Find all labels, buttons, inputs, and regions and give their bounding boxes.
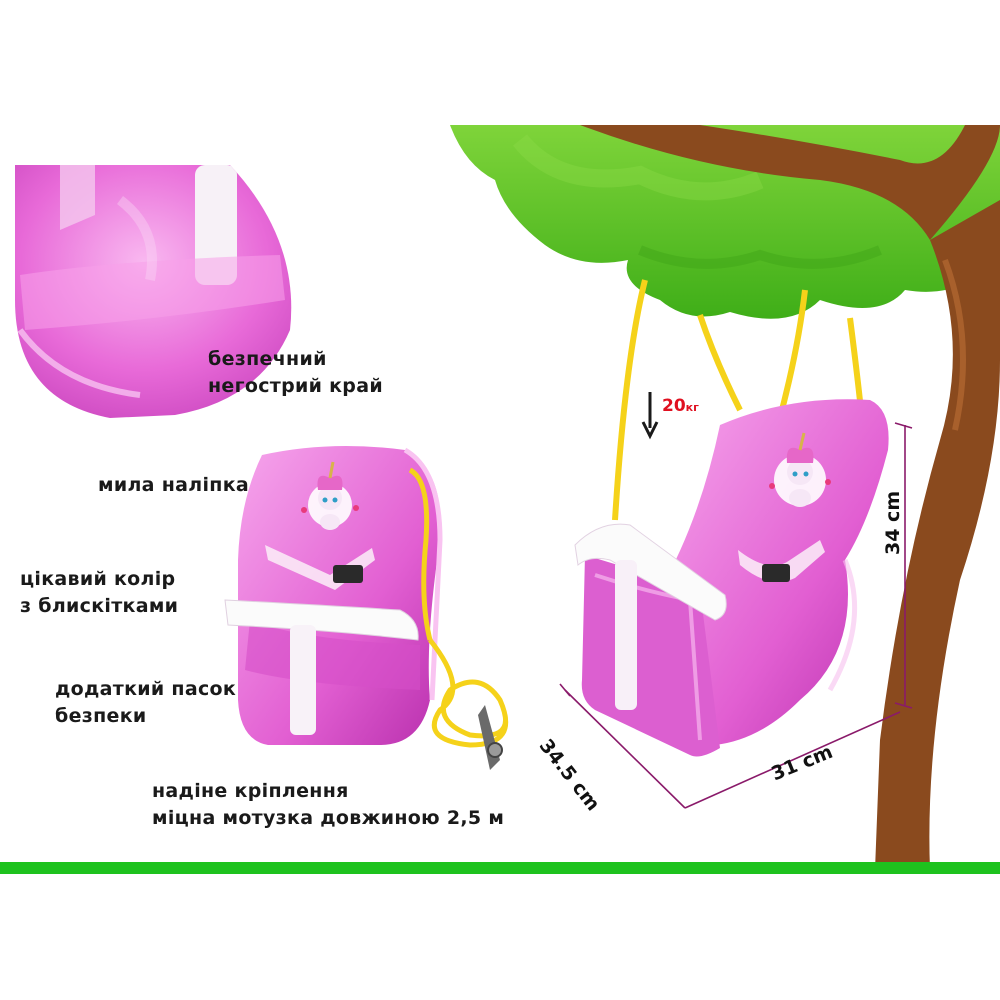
- bottom-green-line: [0, 862, 1000, 874]
- caption-safe-edge: безпечний негострий край: [208, 346, 383, 400]
- dimension-lines: [559, 422, 913, 809]
- caption-safe-edge-line1: безпечний: [208, 348, 327, 370]
- caption-belt-line1: додаткий пасок: [55, 678, 237, 700]
- caption-color-line1: цікавий колір: [20, 568, 176, 590]
- caption-color-line2: з блискітками: [20, 595, 179, 617]
- dimension-height-label: 34 cm: [882, 490, 904, 555]
- caption-mount: надіне кріплення міцна мотузка довжиною …: [152, 778, 504, 832]
- caption-sticker: мила наліпка: [98, 472, 249, 499]
- weight-arrow-icon: [641, 392, 659, 440]
- caption-sticker-line1: мила наліпка: [98, 474, 250, 496]
- weight-value: 20: [662, 396, 686, 416]
- caption-color: цікавий колір з блискітками: [20, 566, 178, 620]
- weight-label: 20кг: [662, 396, 699, 416]
- unicorn-sticker-side: [301, 461, 359, 530]
- caption-mount-line1: надіне кріплення: [152, 780, 349, 802]
- caption-safe-edge-line2: негострий край: [208, 375, 383, 397]
- caption-belt-line2: безпеки: [55, 705, 147, 727]
- safe-edge-closeup: [15, 165, 292, 418]
- tree-branch: [580, 125, 1000, 870]
- hanging-seat: [574, 279, 889, 757]
- caption-belt: додаткий пасок безпеки: [55, 676, 236, 730]
- weight-unit: кг: [685, 401, 699, 414]
- unicorn-sticker-hanging: [769, 432, 831, 507]
- seat-side-view: [224, 446, 509, 770]
- caption-mount-line2: міцна мотузка довжиною 2,5 м: [152, 807, 505, 829]
